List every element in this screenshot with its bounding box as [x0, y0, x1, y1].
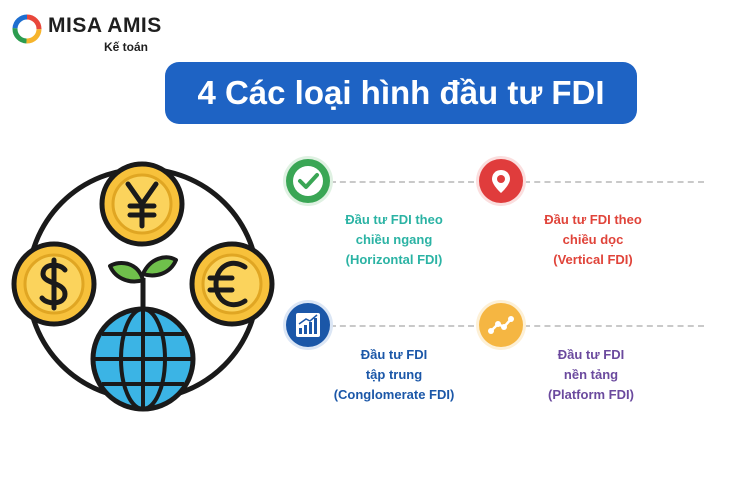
label-line: Đầu tư FDI theo — [345, 212, 443, 227]
fdi-type-platform: Đầu tư FDI nền tảng (Platform FDI) — [501, 345, 681, 405]
fdi-type-conglomerate: Đầu tư FDI tập trung (Conglomerate FDI) — [304, 345, 484, 405]
label-line: chiều dọc — [562, 232, 624, 247]
route-icon — [479, 303, 523, 347]
map-pin-icon — [479, 159, 523, 203]
globe-icon — [90, 306, 196, 412]
dollar-coin — [11, 241, 97, 327]
fdi-illustration — [11, 161, 275, 412]
logo-mark-icon — [12, 14, 42, 44]
fdi-type-vertical: Đầu tư FDI theo chiều dọc (Vertical FDI) — [503, 210, 683, 270]
label-line: nền tảng — [563, 367, 619, 382]
divider-line — [330, 181, 474, 183]
yen-coin — [99, 161, 185, 247]
label-line: (Platform FDI) — [548, 387, 634, 402]
label-line: Đầu tư FDI — [557, 347, 625, 362]
label-line: (Conglomerate FDI) — [333, 387, 455, 402]
title-banner: 4 Các loại hình đầu tư FDI — [165, 62, 637, 124]
sprout-icon — [108, 255, 178, 310]
label-line: Đầu tư FDI theo — [544, 212, 642, 227]
label-line: (Horizontal FDI) — [345, 252, 443, 267]
label-line: tập trung — [365, 367, 423, 382]
brand-name: MISA AMIS — [48, 14, 162, 37]
bar-chart-icon — [286, 303, 330, 347]
divider-line — [524, 325, 704, 327]
page-title: 4 Các loại hình đầu tư FDI — [197, 74, 605, 111]
divider-line — [524, 181, 704, 183]
label-line: chiều ngang — [355, 232, 433, 247]
divider-line — [330, 325, 474, 327]
label-line: (Vertical FDI) — [553, 252, 633, 267]
fdi-type-horizontal: Đầu tư FDI theo chiều ngang (Horizontal … — [304, 210, 484, 270]
label-line: Đầu tư FDI — [360, 347, 428, 362]
product-name: Kế toán — [104, 40, 149, 54]
brand-logo: MISA AMIS Kế toán — [12, 12, 182, 56]
euro-coin — [189, 241, 275, 327]
check-icon — [286, 159, 330, 203]
